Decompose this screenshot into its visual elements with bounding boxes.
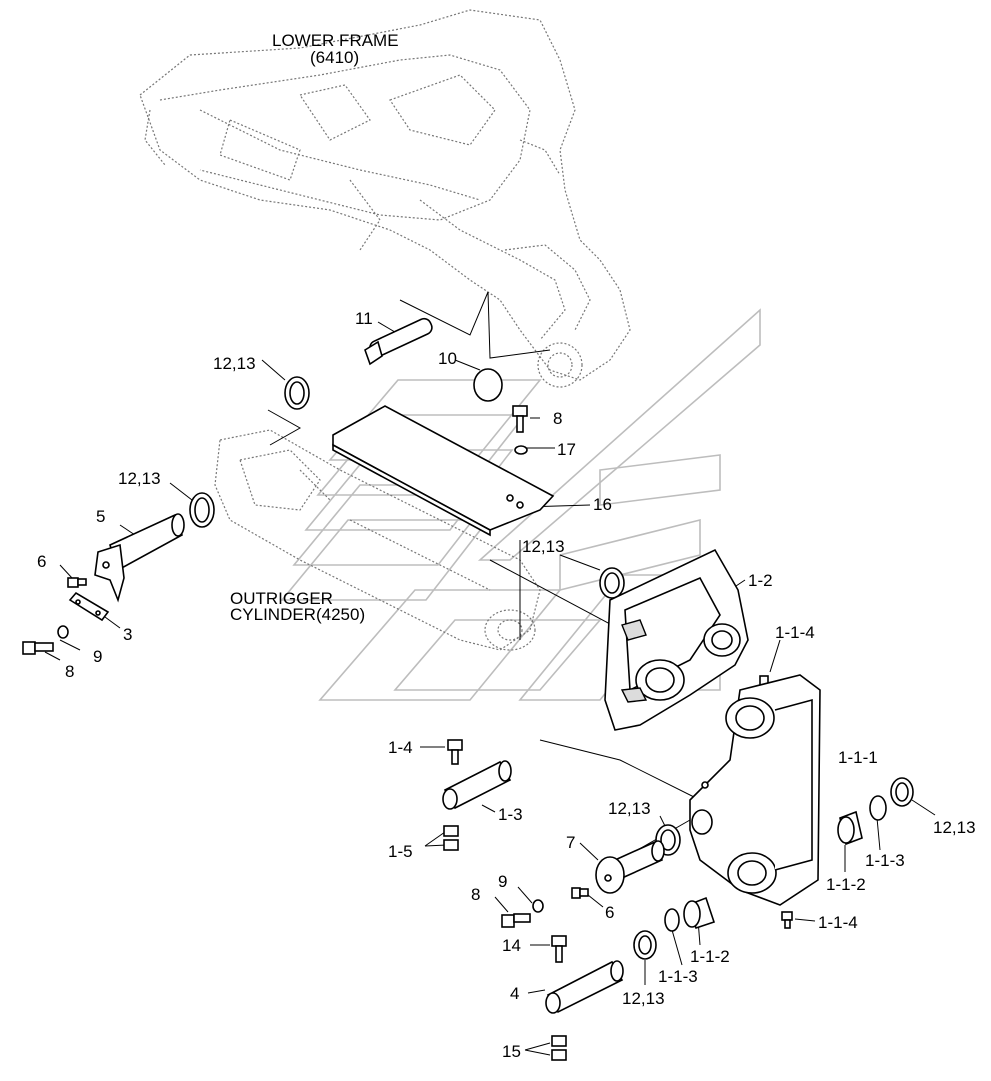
pin-5 xyxy=(94,513,185,603)
callout-17: 17 xyxy=(557,440,576,459)
callout-15: 15 xyxy=(502,1042,521,1061)
callout-1-1-4-a: 1-1-4 xyxy=(775,623,815,642)
callout-14: 14 xyxy=(502,936,521,955)
callout-16: 16 xyxy=(593,495,612,514)
lower-frame-number: (6410) xyxy=(310,48,359,67)
bolt-14 xyxy=(551,935,567,963)
bolt-8-lower xyxy=(501,913,531,928)
callout-9-a: 9 xyxy=(93,647,102,666)
callout-12-13-d: 12,13 xyxy=(608,799,651,818)
callout-7: 7 xyxy=(566,833,575,852)
grease-fitting-6-left xyxy=(67,577,87,588)
callout-12-13-c: 12,13 xyxy=(522,537,565,556)
bushing-1-1-2-right xyxy=(837,810,863,846)
callout-12-13-e: 12,13 xyxy=(933,818,976,837)
outrigger-cylinder-label-2: CYLINDER(4250) xyxy=(230,605,365,624)
bolt-1-4 xyxy=(447,739,463,765)
callout-1-4: 1-4 xyxy=(388,738,413,757)
outrigger-cylinder-label-1: OUTRIGGER xyxy=(230,589,333,608)
callout-4: 4 xyxy=(510,984,519,1003)
ring-10 xyxy=(473,368,503,402)
callout-1-1-2-b: 1-1-2 xyxy=(690,947,730,966)
outrigger-cylinder-ghost xyxy=(214,429,541,651)
callout-12-13-a: 12,13 xyxy=(213,354,256,373)
ring-1-1-3-lower xyxy=(664,908,680,932)
washer-9-lower xyxy=(532,899,544,913)
nut-15 xyxy=(551,1035,567,1061)
callout-1-1-2-a: 1-1-2 xyxy=(826,875,866,894)
callout-12-13-b: 12,13 xyxy=(118,469,161,488)
link-1-1-1 xyxy=(689,674,821,906)
callout-3: 3 xyxy=(123,625,132,644)
nut-1-5 xyxy=(443,825,459,851)
pin-11 xyxy=(364,317,433,366)
bracket-1-2 xyxy=(604,548,749,731)
callout-6-a: 6 xyxy=(37,552,46,571)
grease-fitting-6-lower xyxy=(571,887,589,899)
plate-3 xyxy=(68,591,110,622)
washer-17 xyxy=(514,445,528,455)
lower-frame-ghost xyxy=(139,9,631,388)
callout-10: 10 xyxy=(438,349,457,368)
callout-1-2: 1-2 xyxy=(748,571,773,590)
callout-1-1-1: 1-1-1 xyxy=(838,748,878,767)
bolt-8-left xyxy=(22,641,54,655)
callout-1-3: 1-3 xyxy=(498,805,523,824)
ring-12-13-mid xyxy=(599,567,625,599)
leader-lines xyxy=(44,291,936,1056)
callout-8-b: 8 xyxy=(65,662,74,681)
ring-12-13-bottom xyxy=(633,930,657,960)
callout-8-c: 8 xyxy=(471,885,480,904)
pin-1-3 xyxy=(442,760,512,810)
callout-1-1-4-b: 1-1-4 xyxy=(818,913,858,932)
bolt-8-top xyxy=(512,405,528,433)
bushing-1-1-2-lower xyxy=(683,896,716,930)
ring-1-1-3-right xyxy=(869,795,887,821)
lower-frame-label: LOWER FRAME xyxy=(272,31,399,50)
ring-12-13-right xyxy=(890,777,914,807)
callout-6-b: 6 xyxy=(605,903,614,922)
callout-11: 11 xyxy=(355,309,373,328)
washer-9-left xyxy=(57,625,69,639)
grease-fitting-1-1-4-bottom xyxy=(781,911,793,929)
pin-7 xyxy=(595,840,665,894)
ring-12-13-left xyxy=(189,492,215,528)
callout-9-b: 9 xyxy=(498,872,507,891)
callout-12-13-f: 12,13 xyxy=(622,989,665,1008)
callout-1-1-3-b: 1-1-3 xyxy=(658,967,698,986)
callout-5: 5 xyxy=(96,507,105,526)
cover-plate-16 xyxy=(332,405,555,537)
callout-1-1-3-a: 1-1-3 xyxy=(865,851,905,870)
pin-4 xyxy=(545,960,624,1014)
ring-12-13-top xyxy=(284,376,310,410)
callout-1-5: 1-5 xyxy=(388,842,413,861)
callout-8-a: 8 xyxy=(553,409,562,428)
